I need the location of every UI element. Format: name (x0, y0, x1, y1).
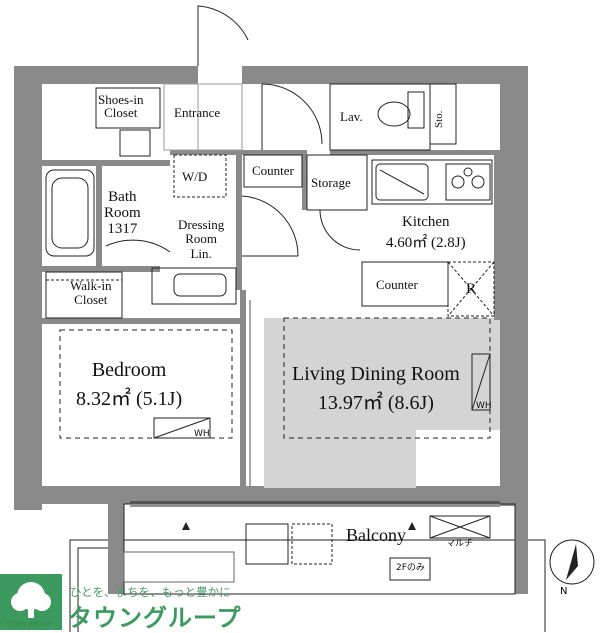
compass-icon (549, 539, 595, 585)
counter-kitchen-label: Counter (376, 277, 418, 292)
balcony-label: Balcony (346, 525, 406, 545)
refrigerator-label: R (466, 281, 477, 297)
multi-outlet (429, 515, 491, 539)
shoes-closet-outline (95, 87, 161, 129)
second-floor-only-label: 2Fのみ (396, 563, 425, 573)
interior-walls (42, 150, 500, 490)
refrigerator-space (447, 261, 495, 317)
lav-sink-icon (377, 101, 411, 127)
storage-label: Storage (311, 175, 351, 190)
balcony-outline (123, 503, 516, 595)
bedroom-wh-label: WH (194, 429, 210, 439)
bedroom-outline (59, 329, 233, 439)
multi-label: マルチ (446, 539, 474, 549)
logo-name: タウングループ (68, 604, 242, 632)
living-wh-label: WH (476, 401, 492, 411)
entrance-label: Entrance (174, 105, 221, 120)
compass-north-label: N (560, 586, 568, 597)
logo-subtitle: TOWN GROUP (6, 620, 52, 628)
dressing-sink-icon (151, 267, 237, 305)
kitchen-sink-icon (375, 163, 429, 201)
stove-icon (445, 163, 491, 201)
bathtub-icon (45, 169, 95, 257)
sto-label: Sto. (433, 110, 445, 128)
exterior-walls (14, 66, 528, 594)
logo-tree-icon (0, 574, 62, 630)
lav-label: Lav. (340, 109, 363, 124)
entrance-door-icon (197, 5, 249, 66)
arrow-up-icon (182, 522, 190, 530)
counter-top-label: Counter (252, 163, 294, 178)
logo-tagline: ひとを、まちを、もっと豊かに (70, 585, 231, 599)
washer-dryer-space (173, 154, 227, 198)
arrow-up-icon (408, 522, 416, 530)
living-shade (264, 318, 416, 488)
wd-label: W/D (182, 169, 208, 184)
